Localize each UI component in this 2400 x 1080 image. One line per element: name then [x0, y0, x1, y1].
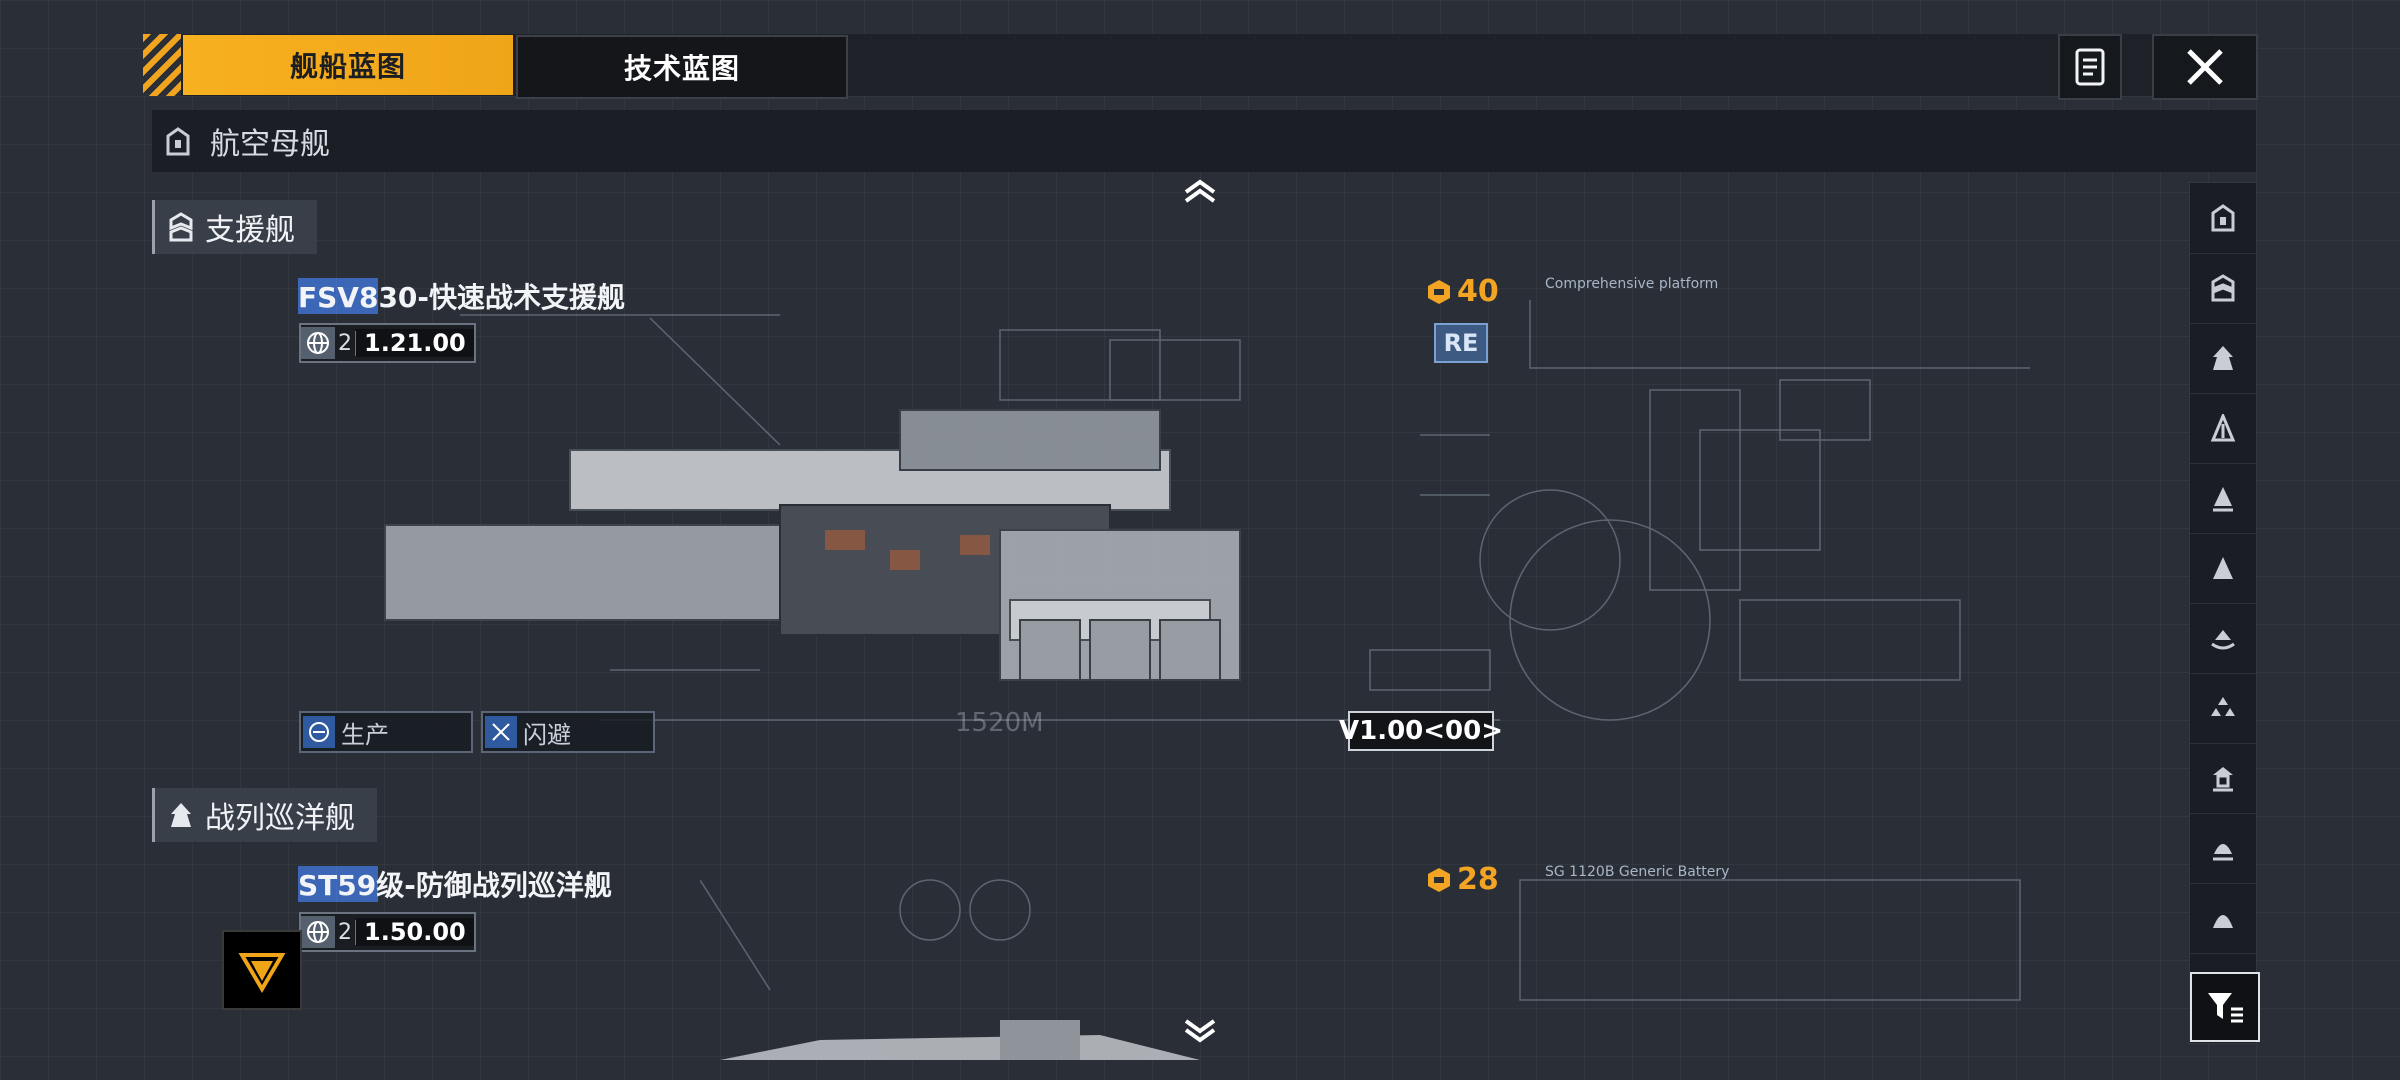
close-button[interactable] [2152, 34, 2258, 100]
ship-version-stat: 2 1.21.00 [299, 323, 476, 363]
scroll-up-button[interactable] [1180, 176, 1220, 206]
scroll-down-button[interactable] [1180, 1016, 1220, 1046]
blueprint-version: V1.00<00> [1339, 711, 1503, 751]
category-label-battlecruiser: 战列巡洋舰 [152, 788, 377, 842]
command-point-icon [1428, 867, 1450, 892]
battlecruiser-class-icon [171, 803, 191, 827]
carrier-class-icon [166, 127, 190, 156]
filter-icon [2208, 993, 2243, 1023]
down-triangle-icon [238, 953, 286, 993]
sidebar-item-corvette[interactable] [2190, 603, 2256, 674]
category-label-text: 战列巡洋舰 [205, 801, 355, 836]
trait-evasion-label: 闪避 [523, 720, 571, 749]
support-ship-class-icon [169, 212, 193, 242]
misc-class-icon [2213, 915, 2233, 928]
notes-button[interactable] [2058, 34, 2122, 100]
tab-ship-blueprint[interactable]: 舰船蓝图 [183, 35, 513, 95]
sidebar-item-cruiser[interactable] [2190, 393, 2256, 464]
ship-version: 1.21.00 [356, 329, 474, 357]
length-label: 1520M [955, 708, 1044, 738]
trait-production-label: 生产 [341, 720, 389, 749]
ship-cost: 40 [1425, 274, 1499, 309]
ship-version: 1.50.00 [356, 918, 474, 946]
ship-cost-value: 28 [1457, 862, 1499, 897]
module-class-icon [2213, 767, 2233, 792]
category-label-support: 支援舰 [152, 200, 317, 254]
sidebar-item-support[interactable] [2190, 253, 2256, 324]
sidebar-item-fighter[interactable] [2190, 673, 2256, 744]
chevron-down-icon [1184, 1019, 1216, 1043]
trait-evasion[interactable]: 闪避 [481, 711, 655, 753]
hull-class-icon [2213, 844, 2233, 861]
trait-production[interactable]: 生产 [299, 711, 473, 753]
ship-level: 2 [335, 330, 356, 356]
battlecruiser-class-icon [2213, 346, 2233, 370]
globe-icon [301, 916, 335, 948]
chevron-up-icon [1184, 179, 1216, 203]
close-x-icon [2187, 49, 2223, 85]
ship-version-stat: 2 1.50.00 [299, 912, 476, 952]
carrier-class-icon [2211, 204, 2235, 232]
cruiser-class-icon [2210, 414, 2236, 442]
command-point-icon [1428, 279, 1450, 304]
ship-cost-value: 40 [1457, 274, 1499, 309]
sidebar-item-misc[interactable] [2190, 883, 2256, 954]
class-header-title: 航空母舰 [210, 127, 330, 162]
ship-name[interactable]: FSV830-快速战术支援舰 [298, 276, 625, 316]
evasion-icon [485, 716, 517, 748]
ship-level: 2 [335, 919, 356, 945]
ship-name[interactable]: ST59级-防御战列巡洋舰 [298, 864, 612, 904]
sidebar-item-destroyer[interactable] [2190, 463, 2256, 534]
ship-name-text: ST59级-防御战列巡洋舰 [298, 869, 612, 902]
frigate-class-icon [2213, 557, 2233, 579]
sidebar-item-frigate[interactable] [2190, 533, 2256, 604]
sidebar-item-carrier[interactable] [2190, 183, 2256, 254]
class-header[interactable]: 航空母舰 [152, 110, 2256, 172]
ship-blueprint-art-2 [700, 879, 2021, 1060]
production-icon [303, 716, 335, 748]
fighter-class-icon [2211, 697, 2235, 716]
destroyer-class-icon [2213, 487, 2233, 512]
sidebar-item-battlecruiser[interactable] [2190, 323, 2256, 394]
tab-tech-blueprint[interactable]: 技术蓝图 [516, 35, 848, 99]
ship-cost: 28 [1425, 862, 1499, 897]
support-ship-class-icon [2211, 274, 2235, 302]
class-sidebar [2189, 182, 2257, 1044]
sidebar-item-hull[interactable] [2190, 813, 2256, 884]
sidebar-item-module[interactable] [2190, 743, 2256, 814]
top-bar-stripes [143, 34, 181, 96]
category-label-text: 支援舰 [205, 213, 295, 248]
corvette-class-icon [2211, 630, 2235, 650]
globe-icon [301, 327, 335, 359]
ship-name-text: FSV830-快速战术支援舰 [298, 281, 626, 314]
filter-button[interactable] [2190, 972, 2260, 1042]
notepad-icon [2075, 48, 2105, 86]
blueprint-caption: Comprehensive platform [1545, 276, 1719, 292]
blueprint-caption: SG 1120B Generic Battery [1545, 864, 1730, 880]
ship-blueprint-art [384, 300, 2030, 721]
re-badge: RE [1434, 323, 1488, 363]
floating-action-button[interactable] [222, 930, 302, 1010]
